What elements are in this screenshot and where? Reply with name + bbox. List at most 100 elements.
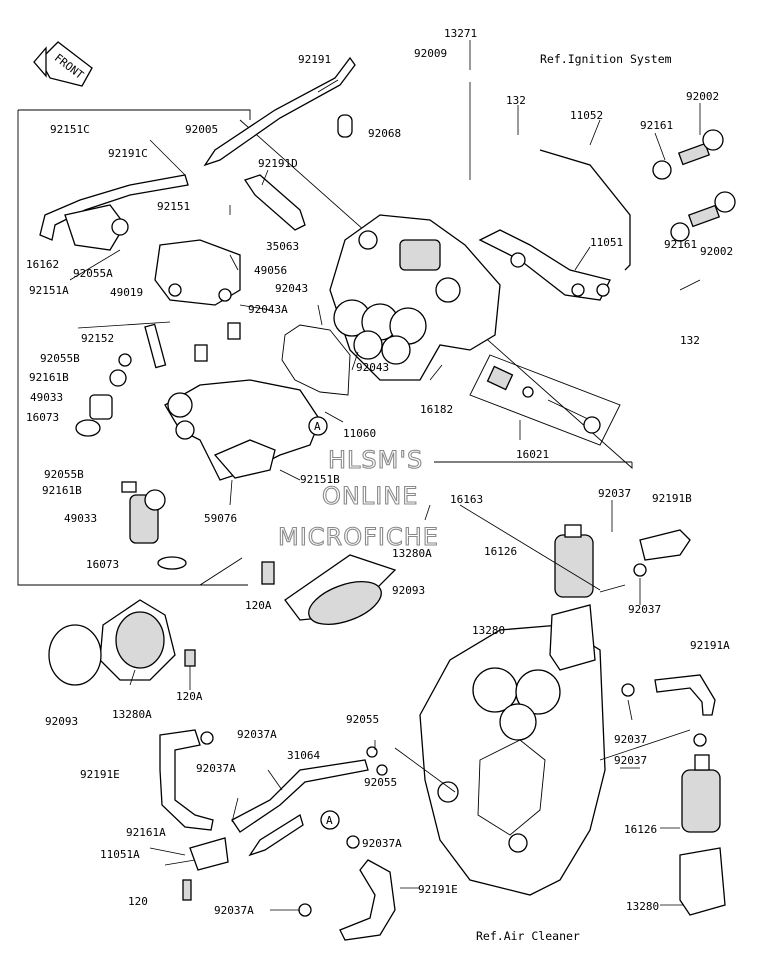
flange-gasket-13280a-center [261, 554, 397, 625]
part-label: 92037 [614, 733, 647, 746]
bracket-assembly [478, 149, 631, 301]
fuel-filter-16126-upper [554, 524, 594, 598]
clamp-92037-1 [633, 563, 647, 577]
part-label: 92191 [298, 53, 331, 66]
part-label: 13280 [472, 624, 505, 637]
part-label: 13280 [626, 900, 659, 913]
hose-92191e-left [159, 729, 214, 831]
hose-92191e-lower [339, 859, 396, 941]
main-assembly-frame [17, 109, 633, 586]
part-label: 13271 [444, 27, 477, 40]
leader-lines [69, 40, 701, 911]
part-label: 120A [176, 690, 203, 703]
bolt-92002-lower [670, 191, 736, 242]
part-label: 120 [128, 895, 148, 908]
part-labels: 13271 92009 92191 92151C 92005 92191C 92… [26, 27, 733, 917]
bolt-92002-upper [652, 129, 724, 180]
clamp-92037-2 [621, 683, 635, 697]
oring-92055-2 [376, 764, 388, 776]
part-label: 92055B [44, 468, 84, 481]
hose-92191 [203, 56, 356, 167]
ref-air-cleaner: Ref.Air Cleaner [476, 929, 580, 943]
part-label: 92055 [364, 776, 397, 789]
part-label: 92151B [300, 473, 340, 486]
part-label: 35063 [266, 240, 299, 253]
part-label: 92037A [214, 904, 254, 917]
part-label: 92043 [356, 361, 389, 374]
part-label: 92055 [346, 713, 379, 726]
part-label: 16021 [516, 448, 549, 461]
pressure-regulator-cluster [64, 204, 241, 306]
part-label: 92037 [614, 754, 647, 767]
part-label: 11052 [570, 109, 603, 122]
part-label: 120A [245, 599, 272, 612]
hose-92191a [654, 674, 716, 716]
part-label: 16126 [484, 545, 517, 558]
damper-left [194, 344, 208, 362]
oring-92055-1 [366, 746, 378, 758]
part-label: 92151 [157, 200, 190, 213]
part-label: 92037A [196, 762, 236, 775]
part-label: 16182 [420, 403, 453, 416]
hose-92191b [639, 529, 691, 561]
svg-text:HLSM'S: HLSM'S [328, 446, 423, 474]
part-label: 92037 [628, 603, 661, 616]
callout-a-lower: A [320, 810, 340, 830]
part-label: 92161A [126, 826, 166, 839]
clamp-92037a-3 [298, 903, 312, 917]
part-label: 92055B [40, 352, 80, 365]
ref-ignition-system: Ref.Ignition System [540, 52, 672, 66]
part-label: 92191B [652, 492, 692, 505]
part-label: 92191A [690, 639, 730, 652]
part-label: 92037 [598, 487, 631, 500]
part-label: 49019 [110, 286, 143, 299]
cap-92068 [337, 114, 353, 138]
part-label: 92043A [248, 303, 288, 316]
front-arrow-icon: FRONT [33, 41, 93, 87]
fuel-filter-16126-lower [681, 754, 721, 833]
part-label: 49056 [254, 264, 287, 277]
clamp-92037-3 [693, 733, 707, 747]
intake-manifold-59076 [164, 379, 321, 481]
part-label: 92191D [258, 157, 298, 170]
part-label: 11051 [590, 236, 623, 249]
part-label: 92151A [29, 284, 69, 297]
part-label: 92161 [640, 119, 673, 132]
part-label: 92037A [362, 837, 402, 850]
part-label: 49033 [64, 512, 97, 525]
filter-holder-13280-upper [549, 604, 596, 671]
callout-a-upper: A [308, 416, 328, 436]
part-label: 92009 [414, 47, 447, 60]
gasket-11060 [281, 324, 351, 396]
part-label: 92191C [108, 147, 148, 160]
part-label: 92068 [368, 127, 401, 140]
part-label: 16162 [26, 258, 59, 271]
part-label: 132 [680, 334, 700, 347]
part-label: 92005 [185, 123, 218, 136]
pipe-92152 [144, 323, 167, 369]
part-label: 16073 [26, 411, 59, 424]
part-label: 92161 [664, 238, 697, 251]
part-label: 92002 [700, 245, 733, 258]
clamp-92037a-2 [346, 835, 360, 849]
part-label: 92161B [42, 484, 82, 497]
part-label: 11051A [100, 848, 140, 861]
part-label: 132 [506, 94, 526, 107]
part-label: 16163 [450, 493, 483, 506]
part-label: 92055A [73, 267, 113, 280]
part-label: 92191E [80, 768, 120, 781]
part-label: 92002 [686, 90, 719, 103]
air-cleaner-backplate [419, 624, 606, 896]
part-label: 92161B [29, 371, 69, 384]
fuel-injector-49033-upper [75, 353, 132, 437]
part-label: 13280A [392, 547, 432, 560]
fuel-injector-49033-lower [121, 481, 187, 570]
idle-speed-valve-16021 [469, 354, 621, 446]
part-label: 16073 [86, 558, 119, 571]
filter-holder-13280-lower [679, 847, 726, 916]
svg-text:A: A [326, 814, 333, 827]
svg-text:A: A [314, 420, 321, 433]
pipe-31064 [231, 759, 369, 857]
bracket-11051a [182, 837, 229, 901]
